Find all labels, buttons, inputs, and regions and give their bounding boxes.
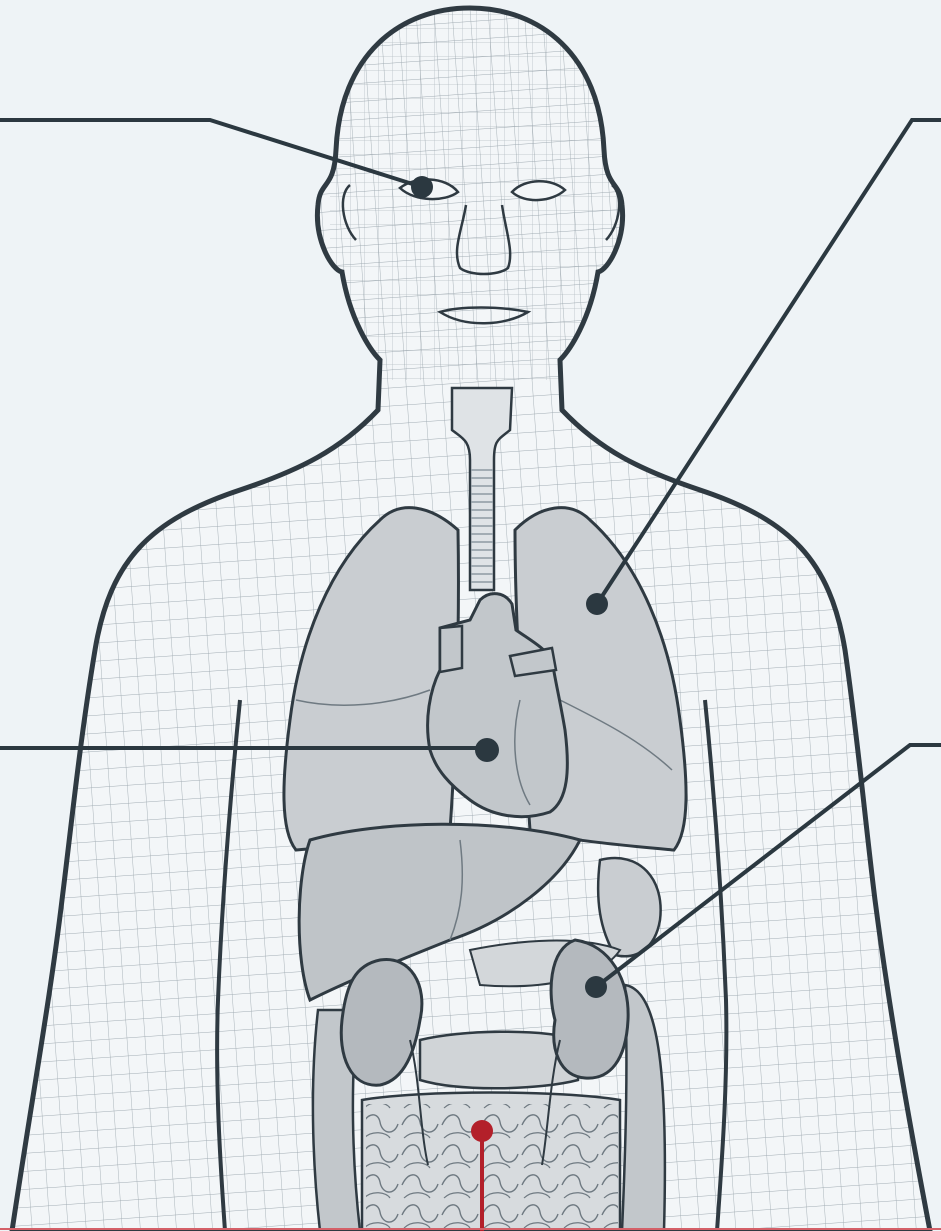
marker-heart	[475, 738, 499, 762]
marker-intestine	[471, 1120, 493, 1142]
marker-eye	[411, 176, 433, 198]
marker-kidney	[585, 976, 607, 998]
marker-lung	[586, 593, 608, 615]
